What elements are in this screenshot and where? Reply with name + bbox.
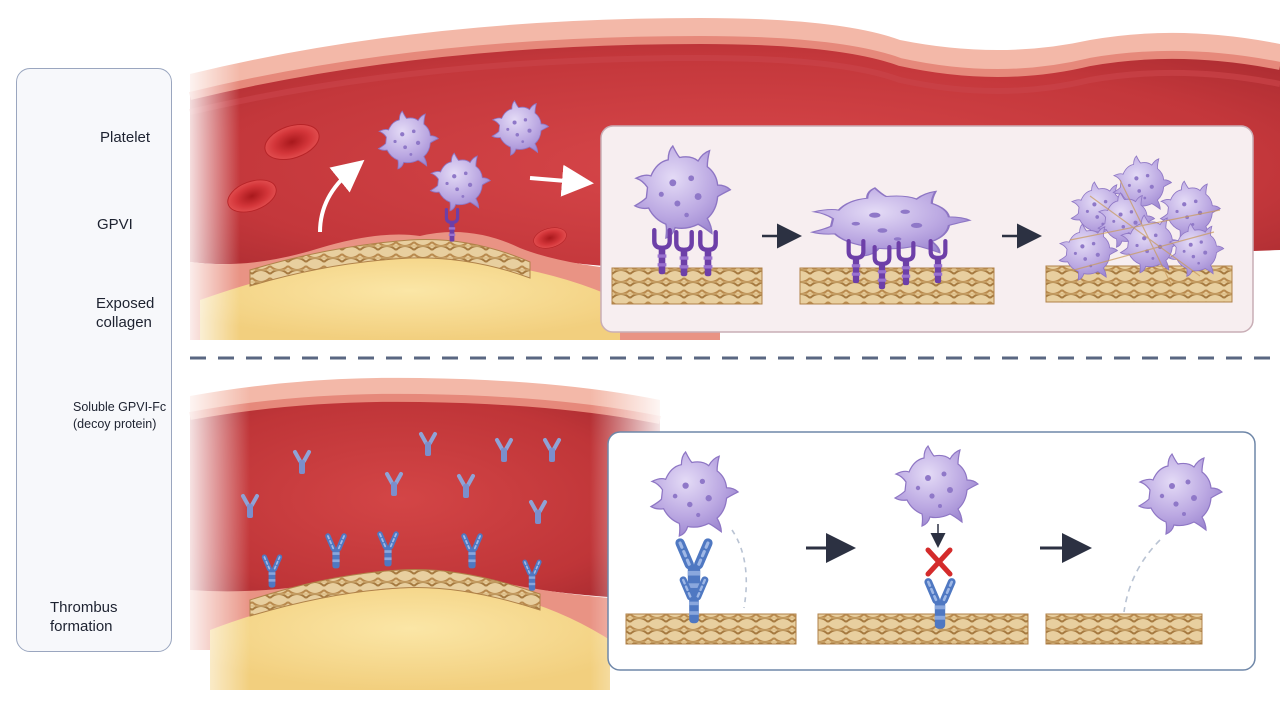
bottom-vessel [189, 377, 661, 690]
collagen-fiber [817, 613, 1029, 645]
legend-thrombus-label: Thrombus formation [50, 598, 118, 636]
legend-decoy-label: Soluble GPVI-Fc (decoy protein) [73, 399, 171, 433]
detach-path [731, 529, 748, 609]
thrombus-icon [1045, 155, 1233, 303]
collagen-fiber [799, 267, 995, 305]
bottom-inset-panel [607, 431, 1256, 671]
flow-arrow [318, 159, 365, 233]
legend-decoy-line1: Soluble GPVI-Fc [73, 400, 167, 414]
legend-thrombus-line2: formation [50, 618, 113, 635]
legend-gpvi-label: GPVI [97, 216, 133, 233]
flow-arrow [529, 164, 594, 197]
legend-collagen-line1: Exposed [96, 295, 155, 312]
legend-collagen-line2: collagen [96, 314, 152, 331]
red-x-block-icon [925, 547, 953, 577]
legend-collagen-label: Exposed collagen [96, 294, 154, 332]
collagen-fiber [611, 267, 763, 305]
legend-thrombus-line1: Thrombus [50, 599, 118, 616]
collagen-fiber [1045, 613, 1203, 645]
legend-decoy-line2: (decoy protein) [73, 417, 157, 431]
legend-platelet-label: Platelet [100, 129, 151, 146]
collagen-fiber [625, 613, 797, 645]
top-inset-panel [600, 125, 1254, 333]
legend-panel [16, 68, 172, 652]
